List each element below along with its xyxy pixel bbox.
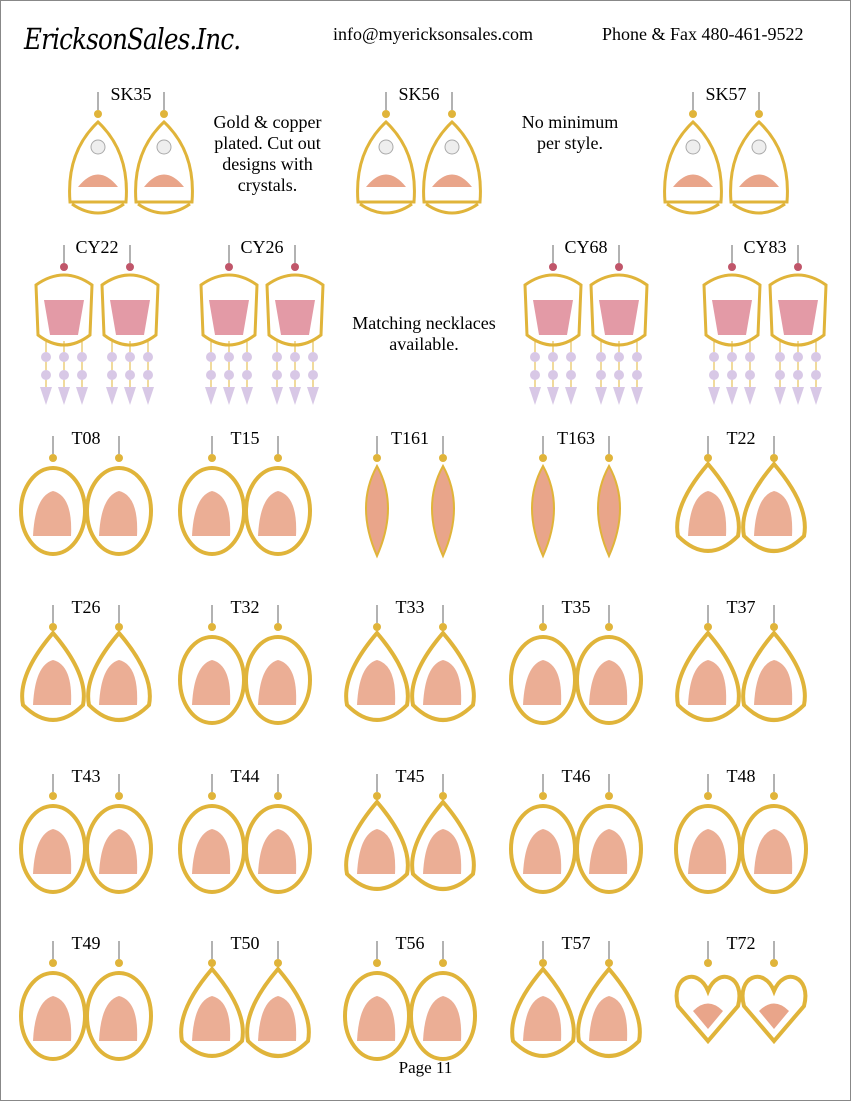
product-code: T50 [230,933,260,953]
product-t57: T57 [491,933,661,1071]
earring-pair-image [344,605,476,722]
product-t45: T45 [325,766,495,904]
product-code: T08 [71,428,101,448]
product-cy68: CY68 [501,237,671,410]
product-t161: T161 [325,428,495,566]
product-code: T163 [557,428,595,448]
product-code: CY26 [240,237,284,257]
earring-pair-image [509,774,643,894]
product-t43: T43 [1,766,171,904]
product-code: T44 [230,766,260,786]
product-code: T49 [71,933,101,953]
earring-pair-image [19,941,153,1061]
earring-pair-image [19,774,153,894]
product-t08: T08 [1,428,171,566]
earring-pair-image [674,774,808,894]
minimum-note: No minimum per style. [521,112,619,153]
earring-pair-image [199,245,325,405]
product-t56: T56 [325,933,495,1071]
product-sk35: SK35 [46,84,216,222]
earring-pair-image [68,92,194,215]
earring-pair-image [178,436,312,556]
earring-pair-image [675,436,807,553]
product-code: T22 [726,428,756,448]
product-code: T56 [395,933,425,953]
product-code: T35 [561,597,591,617]
earring-pair-image [674,941,808,1045]
product-code: T48 [726,766,756,786]
product-t49: T49 [1,933,171,1071]
company-logo: EricksonSales.Inc. [24,22,241,56]
product-code: T45 [395,766,425,786]
product-t46: T46 [491,766,661,904]
earring-pair-image [19,436,153,556]
product-cy26: CY26 [177,237,347,410]
earring-pair-image [510,941,642,1058]
product-t48: T48 [656,766,826,904]
product-sk56: SK56 [334,84,504,222]
product-t15: T15 [160,428,330,566]
earring-pair-image [663,92,789,215]
plated-note: Gold & copper plated. Cut out designs wi… [213,112,322,195]
product-code: T32 [230,597,260,617]
product-t33: T33 [325,597,495,735]
product-t22: T22 [656,428,826,566]
product-t50: T50 [160,933,330,1071]
earring-pair-image [34,245,160,405]
product-sk57: SK57 [641,84,811,222]
earring-pair-image [356,92,482,215]
earring-pair-image [523,245,649,405]
product-code: T57 [561,933,591,953]
product-code: T33 [395,597,425,617]
earring-pair-image [675,605,807,722]
necklaces-note: Matching necklaces available. [352,313,496,354]
product-code: SK35 [110,84,152,104]
product-code: T26 [71,597,101,617]
product-cy83: CY83 [680,237,850,410]
product-code: SK56 [398,84,440,104]
page-number: Page 11 [398,1058,453,1077]
product-t37: T37 [656,597,826,735]
product-code: T37 [726,597,756,617]
product-t26: T26 [1,597,171,735]
earring-pair-image [179,941,311,1058]
product-code: T15 [230,428,260,448]
earring-pair-image [344,774,476,891]
product-t72: T72 [656,933,826,1071]
product-code: SK57 [705,84,747,104]
earring-pair-image [531,436,621,559]
product-code: T72 [726,933,756,953]
product-t35: T35 [491,597,661,735]
product-t44: T44 [160,766,330,904]
product-t32: T32 [160,597,330,735]
earring-pair-image [343,941,477,1061]
phone-fax: Phone & Fax 480-461-9522 [602,24,804,44]
earring-pair-image [178,605,312,725]
product-code: CY83 [743,237,787,257]
product-code: CY68 [564,237,608,257]
email-link[interactable]: info@myericksonsales.com [333,24,534,44]
earring-pair-image [178,774,312,894]
product-code: T46 [561,766,591,786]
product-code: T161 [391,428,429,448]
earring-pair-image [20,605,152,722]
earring-pair-image [509,605,643,725]
product-code: T43 [71,766,101,786]
product-cy22: CY22 [12,237,182,410]
earring-pair-image [702,245,828,405]
product-t163: T163 [491,428,661,566]
product-code: CY22 [75,237,119,257]
earring-pair-image [365,436,455,559]
